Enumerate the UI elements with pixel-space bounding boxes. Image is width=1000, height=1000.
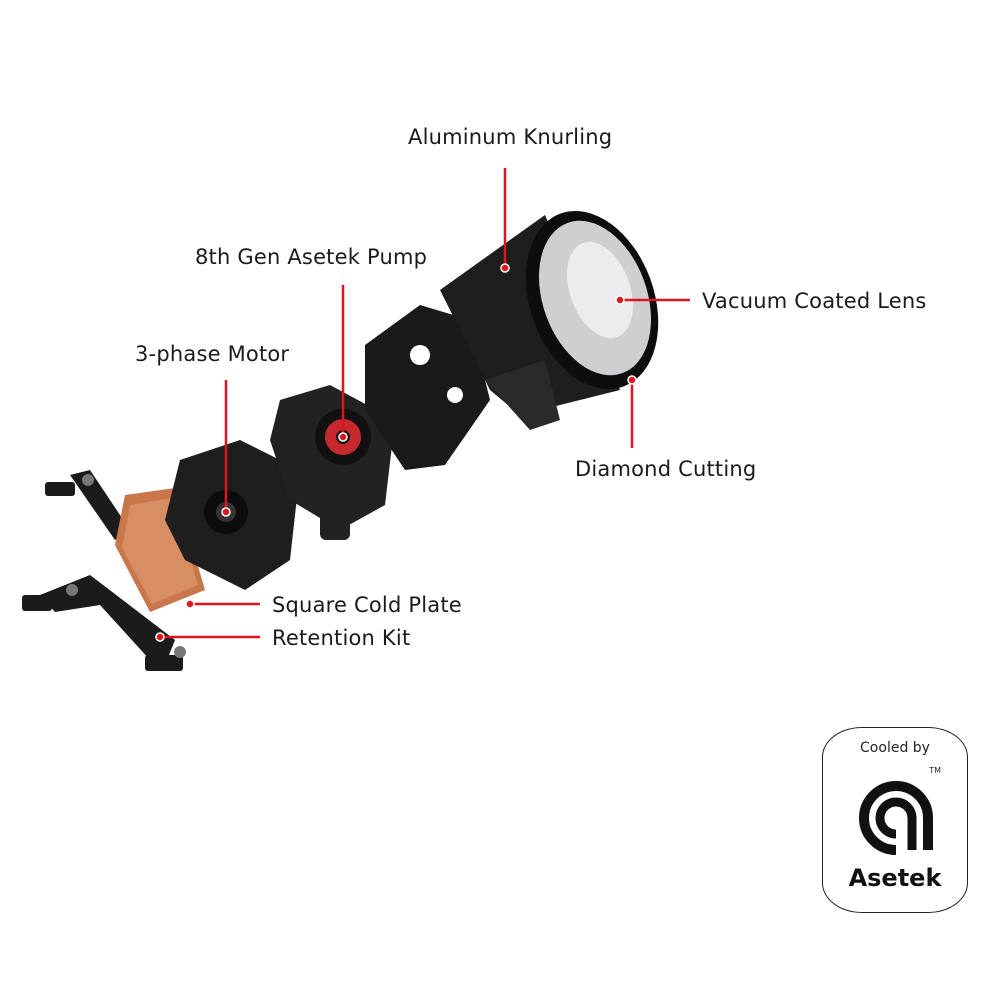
callout-diamond-cutting: Diamond Cutting — [575, 457, 757, 481]
callout-lens: Vacuum Coated Lens — [702, 289, 927, 313]
badge-cooled-by: Cooled by — [860, 740, 930, 756]
callout-motor: 3-phase Motor — [135, 342, 290, 366]
knurled-cap — [440, 210, 659, 430]
callout-lines — [155, 168, 690, 642]
cooled-by-asetek-badge: Cooled by TM Asetek — [822, 727, 968, 913]
callout-cold-plate: Square Cold Plate — [272, 593, 462, 617]
retention-kit — [22, 470, 186, 671]
asetek-logo-icon — [859, 781, 933, 855]
badge-brand: Asetek — [848, 864, 942, 892]
callout-aluminum-knurling: Aluminum Knurling — [408, 125, 613, 149]
badge-tm: TM — [929, 766, 941, 775]
mount-plate — [365, 305, 490, 470]
callout-pump: 8th Gen Asetek Pump — [195, 245, 428, 269]
callout-retention-kit: Retention Kit — [272, 626, 411, 650]
